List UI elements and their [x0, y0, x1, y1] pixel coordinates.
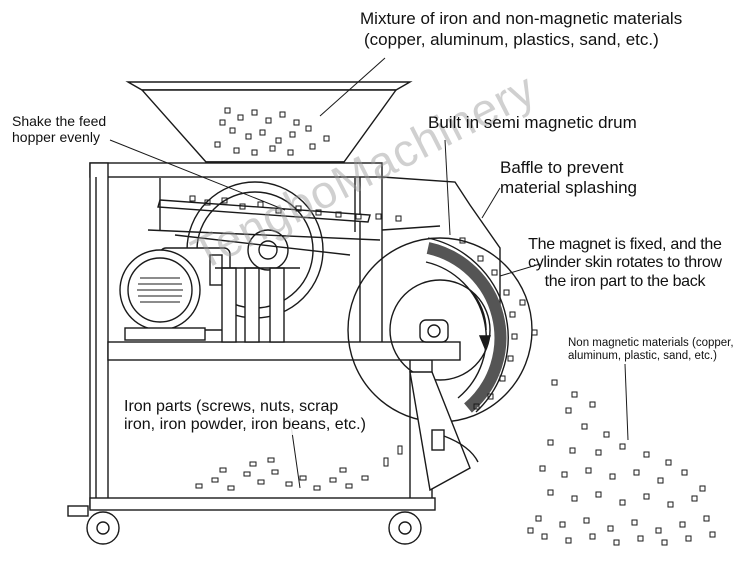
drum-housing [347, 176, 533, 492]
label-non-magnetic: Non magnetic materials (copper, aluminum… [568, 337, 734, 363]
tray-particles [189, 195, 402, 222]
particles [189, 107, 716, 546]
label-drum-line1: Built in semi magnetic drum [428, 113, 637, 132]
label-magnet-line1: The magnet is fixed, and the [528, 236, 722, 253]
label-baffle: Baffle to prevent material splashing [500, 158, 637, 197]
label-magnet: The magnet is fixed, and the cylinder sk… [528, 236, 722, 291]
label-iron-parts-line1: Iron parts (screws, nuts, scrap [124, 398, 339, 415]
label-baffle-line2: material splashing [500, 177, 638, 197]
label-non-magnetic-line2: aluminum, plastic, sand, etc.) [568, 350, 717, 363]
label-hopper-line1: Shake the feed [12, 113, 107, 129]
label-magnet-line3: the iron part to the back [544, 272, 706, 290]
non-magnetic-pile-particles [527, 379, 716, 546]
label-mixture: Mixture of iron and non-magnetic materia… [360, 8, 682, 51]
hopper-particles [214, 107, 330, 156]
label-iron-parts-line2: iron, iron powder, iron beans, etc.) [124, 416, 366, 434]
drum-edge-particles [459, 237, 538, 410]
label-drum: Built in semi magnetic drum [428, 113, 637, 133]
label-baffle-line1: Baffle to prevent [500, 158, 624, 177]
label-iron-parts: Iron parts (screws, nuts, scrap iron, ir… [124, 398, 366, 435]
wheels [67, 505, 422, 545]
inner-supports [215, 267, 300, 343]
label-mixture-line2: (copper, aluminum, plastics, sand, etc.) [364, 30, 659, 50]
feed-hopper [125, 81, 413, 163]
leader-lines [109, 57, 629, 489]
label-non-magnetic-line1: Non magnetic materials (copper, [568, 337, 734, 349]
shaker-tray [147, 178, 381, 241]
label-hopper: Shake the feed hopper evenly [12, 113, 106, 145]
label-magnet-line2: cylinder skin rotates to throw [528, 254, 722, 272]
label-mixture-line1: Mixture of iron and non-magnetic materia… [360, 9, 683, 28]
semi-magnetic-drum [425, 237, 509, 413]
label-hopper-line2: hopper evenly [12, 129, 100, 146]
iron-parts-particles [195, 445, 403, 491]
